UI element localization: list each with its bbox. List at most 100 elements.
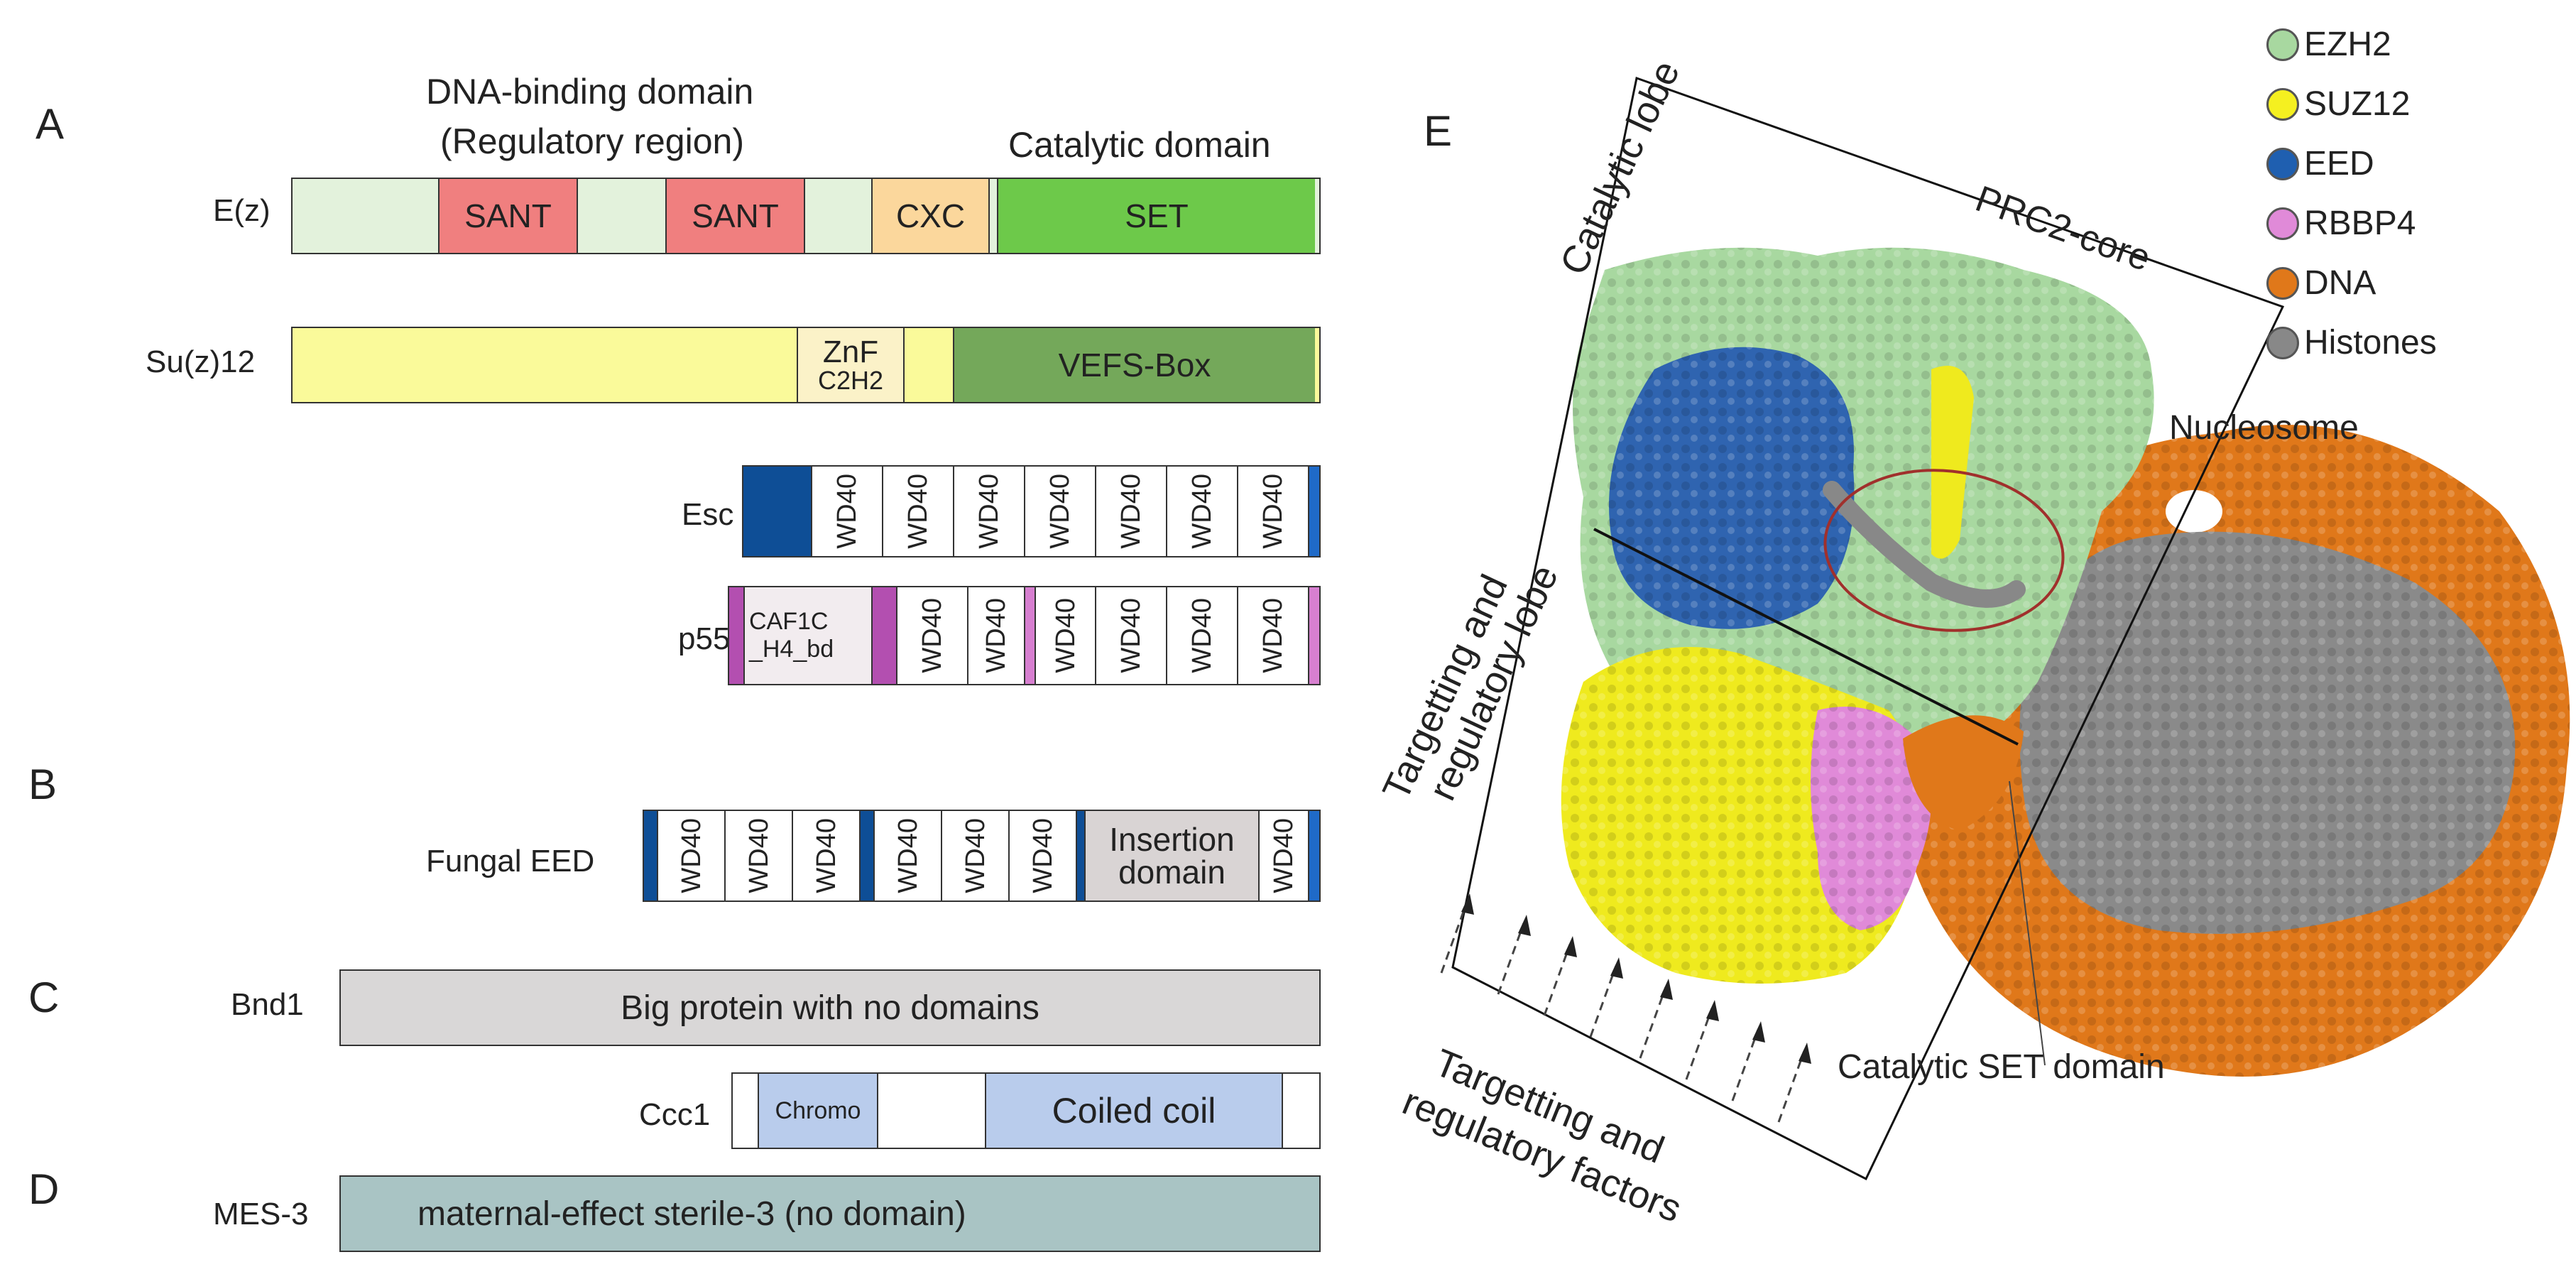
arrow-line-2 — [1497, 923, 1525, 995]
panel-label-e: E — [1424, 107, 1453, 155]
feed-wd40-4: WD40 — [873, 811, 941, 901]
esc-protein-bar: WD40 WD40 WD40 WD40 WD40 WD40 WD40 — [742, 465, 1321, 557]
arrow-head-2 — [1518, 915, 1531, 936]
p55-wd40-2: WD40 — [967, 587, 1024, 684]
catalytic-set-domain-label: Catalytic SET domain — [1838, 1048, 2165, 1086]
regulatory-region-header: (Regulatory region) — [440, 121, 744, 161]
linker-3 — [988, 179, 997, 253]
legend-label-suz12: SUZ12 — [2304, 85, 2411, 123]
prc2-core-frame — [1451, 77, 2285, 1181]
feed-sep-2 — [1076, 811, 1084, 901]
p55-label: p55 — [678, 621, 731, 656]
p55-linker — [871, 587, 896, 684]
arrow-line-7 — [1731, 1029, 1759, 1101]
suz12-protein-bar: ZnF C2H2 VEFS-Box — [291, 327, 1321, 403]
feed-wd40-6: WD40 — [1008, 811, 1076, 901]
panel-label-c: C — [28, 974, 60, 1021]
arrow-line-4 — [1589, 965, 1617, 1038]
esc-wd40-1: WD40 — [811, 467, 882, 556]
panel-label-d: D — [28, 1165, 60, 1213]
p55-c-term — [1308, 587, 1319, 684]
vefs-box-domain: VEFS-Box — [953, 328, 1315, 402]
panel-label-a: A — [36, 100, 65, 148]
p55-wd40-6: WD40 — [1237, 587, 1308, 684]
feed-wd40-3: WD40 — [792, 811, 859, 901]
feed-wd40-1: WD40 — [657, 811, 724, 901]
panel-label-b: B — [28, 761, 58, 808]
arrow-head-3 — [1564, 936, 1577, 957]
p55-wd40-1: WD40 — [896, 587, 967, 684]
lobe-divider — [1593, 528, 2019, 746]
arrow-line-8 — [1777, 1050, 1806, 1123]
chromo-domain: Chromo — [758, 1074, 878, 1148]
caf1c-domain: CAF1C _H4_bd — [743, 587, 871, 684]
domain-label: domain — [1118, 854, 1226, 891]
legend-label-eed: EED — [2304, 145, 2374, 183]
coiled-coil-domain: Coiled coil — [985, 1074, 1283, 1148]
legend-swatch-eed — [2266, 148, 2299, 180]
esc-c-term — [1308, 467, 1319, 556]
bnd1-label: Bnd1 — [231, 987, 304, 1022]
suz12-label: Su(z)12 — [146, 344, 256, 379]
linker-1 — [577, 179, 665, 253]
dna-hole — [2166, 490, 2222, 533]
legend-swatch-suz12 — [2266, 88, 2299, 121]
fungal-eed-label: Fungal EED — [426, 844, 595, 878]
ez-label: E(z) — [213, 193, 271, 228]
set-domain-leader — [2009, 780, 2046, 1066]
insertion-domain: Insertion domain — [1084, 811, 1258, 901]
esc-label: Esc — [682, 497, 734, 532]
histones-texture — [2019, 531, 2516, 934]
arrow-heads — [1461, 893, 1811, 1064]
dna-contact — [1903, 715, 2024, 831]
legend-swatch-dna — [2266, 267, 2299, 300]
legend-swatch-histones — [2266, 327, 2299, 359]
esc-wd40-3: WD40 — [953, 467, 1024, 556]
linker-2 — [804, 179, 871, 253]
feed-wd40-2: WD40 — [724, 811, 792, 901]
p55-wd40-4: WD40 — [1095, 587, 1166, 684]
feed-wd40-5: WD40 — [941, 811, 1008, 901]
arrow-line-1 — [1440, 901, 1468, 974]
mes3-protein-bar: maternal-effect sterile-3 (no domain) — [339, 1175, 1321, 1252]
arrow-head-8 — [1799, 1043, 1811, 1064]
ccc1-label: Ccc1 — [639, 1097, 711, 1132]
arrow-head-5 — [1660, 979, 1673, 1000]
znf-label: ZnF — [822, 334, 879, 369]
linker-suz — [903, 328, 953, 402]
set-domain: SET — [997, 179, 1315, 253]
esc-wd40-4: WD40 — [1024, 467, 1095, 556]
cxc-domain: CXC — [871, 179, 988, 253]
p55-wd40-3: WD40 — [1035, 587, 1095, 684]
caf1c-label: CAF1C — [749, 607, 829, 635]
regulatory-factor-arrows — [1440, 901, 1806, 1123]
arrow-head-4 — [1610, 957, 1623, 979]
legend-swatch-ezh2 — [2266, 28, 2299, 61]
set-domain-highlight — [1823, 469, 2065, 632]
rbbp4-texture — [1811, 707, 1931, 930]
feed-c-term — [1308, 811, 1319, 901]
histone-tail — [1823, 481, 2026, 608]
legend-swatch-rbbp4 — [2266, 207, 2299, 240]
ez-protein-bar: SANT SANT CXC SET — [291, 178, 1321, 254]
arrow-head-1 — [1461, 893, 1474, 915]
eed-texture — [1609, 347, 1855, 629]
sant-domain-1: SANT — [438, 179, 577, 253]
h4-bd-label: _H4_bd — [749, 636, 834, 663]
dna-binding-header: DNA-binding domain — [426, 72, 754, 111]
p55-sep-1 — [1024, 587, 1035, 684]
bnd1-protein-bar: Big protein with no domains — [339, 969, 1321, 1046]
esc-wd40-5: WD40 — [1095, 467, 1166, 556]
feed-sep — [859, 811, 873, 901]
legend-label-dna: DNA — [2304, 264, 2376, 302]
catalytic-domain-header: Catalytic domain — [1008, 125, 1271, 165]
suz12-strand — [1931, 366, 1974, 559]
p55-wd40-5: WD40 — [1166, 587, 1237, 684]
ccc1-protein-bar: Chromo Coiled coil — [731, 1072, 1321, 1149]
arrow-head-6 — [1706, 1000, 1719, 1021]
insertion-label: Insertion — [1109, 821, 1235, 858]
znf-c2h2-domain: ZnF C2H2 — [797, 328, 903, 402]
arrow-line-5 — [1639, 986, 1667, 1059]
arrow-line-6 — [1685, 1008, 1713, 1080]
